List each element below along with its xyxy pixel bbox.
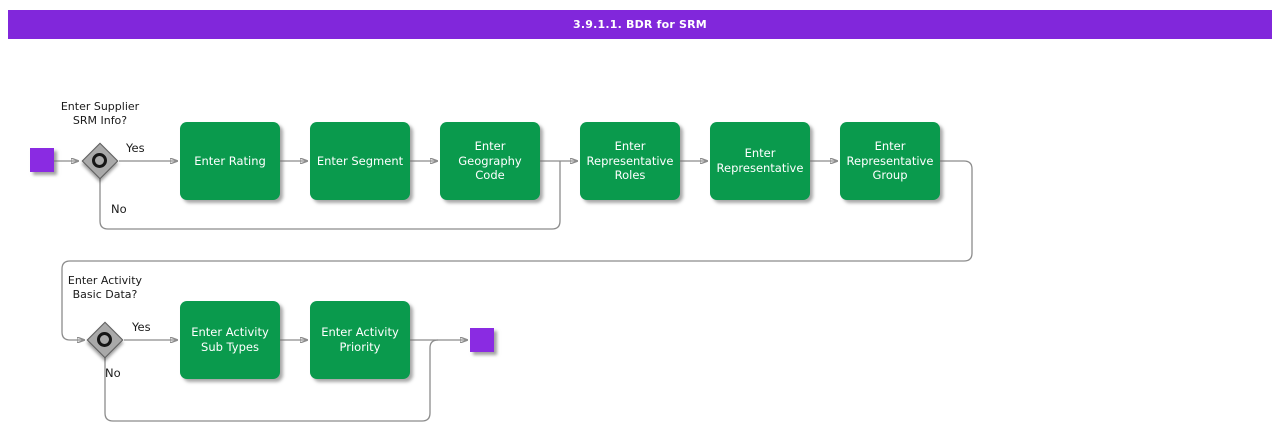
task-label: Enter Representative Group	[846, 138, 934, 183]
gateway2-question-label: Enter Activity Basic Data?	[67, 274, 143, 301]
task-enter-activity-sub-types[interactable]: Enter Activity Sub Types	[180, 301, 280, 379]
connector-gateway1-no-bypass	[99, 161, 561, 230]
task-enter-representative[interactable]: Enter Representative	[710, 122, 810, 200]
gateway1-question-label: Enter Supplier SRM Info?	[60, 100, 140, 127]
gateway-circle-icon	[97, 332, 112, 347]
diagram-title-bar: 3.9.1.1. BDR for SRM	[8, 10, 1272, 39]
task-enter-activity-priority[interactable]: Enter Activity Priority	[310, 301, 410, 379]
task-enter-geography-code[interactable]: Enter Geography Code	[440, 122, 540, 200]
gateway-circle-icon	[92, 153, 107, 168]
task-label: Enter Activity Priority	[321, 325, 399, 354]
diagram-title: 3.9.1.1. BDR for SRM	[573, 18, 707, 31]
task-label: Enter Representative	[716, 146, 804, 175]
task-label: Enter Segment	[316, 153, 404, 168]
gateway1-no-label: No	[111, 202, 127, 216]
connector-gateway2-no-bypass	[104, 339, 439, 422]
task-enter-representative-roles[interactable]: Enter Representative Roles	[580, 122, 680, 200]
task-label: Enter Geography Code	[458, 138, 522, 183]
task-label: Enter Representative Roles	[586, 138, 674, 183]
gateway2-yes-label: Yes	[132, 320, 151, 334]
gateway2-no-label: No	[105, 366, 121, 380]
task-label: Enter Rating	[194, 153, 266, 168]
task-label: Enter Activity Sub Types	[191, 325, 269, 354]
task-enter-segment[interactable]: Enter Segment	[310, 122, 410, 200]
end-node	[470, 328, 494, 352]
gateway1-yes-label: Yes	[126, 141, 145, 155]
connector-rep-group-to-gateway2	[61, 160, 973, 340]
task-enter-rating[interactable]: Enter Rating	[180, 122, 280, 200]
task-enter-representative-group[interactable]: Enter Representative Group	[840, 122, 940, 200]
start-node	[30, 148, 54, 172]
